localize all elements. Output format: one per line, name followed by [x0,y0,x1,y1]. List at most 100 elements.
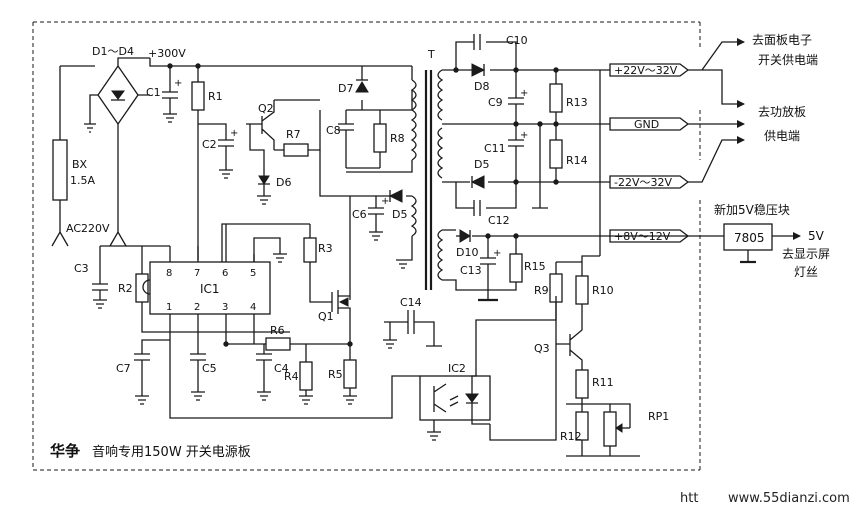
capacitor-c1: + C1 [146,66,182,123]
svg-text:3: 3 [222,302,228,313]
svg-text:1: 1 [166,302,172,313]
svg-text:+: + [520,130,528,141]
svg-text:+: + [174,78,182,89]
regulator-output: 5V [808,229,825,243]
svg-text:+: + [493,248,501,259]
feedback-caps: C7 C5 C4 R6 [116,324,420,419]
neg-rail-label: -22V～32V [614,176,672,189]
regulator-dest-2: 灯丝 [794,265,818,279]
svg-text:Q1: Q1 [318,310,334,323]
ic1-label: IC1 [200,282,220,296]
gnd-label: GND [634,118,659,131]
positive-rectifier: C10 D8 + C9 R13 [453,34,600,124]
bus-label: +300V [148,47,186,60]
svg-text:6: 6 [222,268,228,279]
svg-text:+: + [520,88,528,99]
regulator-name: 7805 [734,231,765,245]
amp-dest-2: 供电端 [764,129,800,143]
svg-text:R11: R11 [592,376,614,389]
svg-text:R6: R6 [270,324,285,337]
regulator-dest-1: 去显示屏 [782,247,830,261]
svg-text:C12: C12 [488,214,510,227]
svg-text:C10: C10 [506,34,528,47]
svg-text:D6: D6 [276,176,291,189]
svg-text:R4: R4 [284,370,299,383]
svg-text:Q3: Q3 [534,342,550,355]
svg-text:C1: C1 [146,86,161,99]
ic1-controller: IC1 8 7 6 5 1 2 3 4 [142,224,271,344]
source-resistors: R5 R4 [284,332,357,405]
svg-text:R5: R5 [328,368,343,381]
svg-text:8: 8 [166,268,172,279]
board-caption: 华争 音响专用150W 开关电源板 [50,442,251,460]
negative-rectifier: + C11 R14 D5 C12 [455,121,600,227]
svg-text:4: 4 [250,302,256,313]
svg-text:R9: R9 [534,284,549,297]
capacitor-c14: C14 [383,296,442,349]
svg-text:R10: R10 [592,284,614,297]
watermark-prefix: htt [680,491,698,506]
svg-text:C8: C8 [326,124,341,137]
aux-rail-label: +8V～12V [614,230,671,243]
amp-dest-1: 去功放板 [758,104,806,119]
svg-text:C11: C11 [484,142,506,155]
svg-text:D10: D10 [456,246,478,259]
regulator-heading: 新加5V稳压块 [714,202,790,217]
svg-text:R3: R3 [318,242,333,255]
fuse-name: BX [72,158,88,171]
svg-text:D7: D7 [338,82,353,95]
bridge-label: D1～D4 [92,45,134,58]
svg-text:+: + [381,196,389,207]
svg-text:R2: R2 [118,282,133,295]
regulator-7805: 新加5V稳压块 7805 5V 去显示屏 灯丝 [700,202,830,279]
board-outline [32,21,701,471]
caption-title: 音响专用150W 开关电源板 [92,444,251,460]
svg-text:C7: C7 [116,362,131,375]
svg-text:2: 2 [194,302,200,313]
destination-labels: 去面板电子 开关供电端 去功放板 供电端 [752,33,818,143]
caption-brand: 华争 [50,442,80,460]
svg-text:R12: R12 [560,430,582,443]
svg-text:T: T [427,48,435,61]
pos-rail-label: +22V～32V [614,64,678,77]
svg-text:Q2: Q2 [258,102,274,115]
aux-rectifier: D10 + C13 R15 [456,229,700,302]
startup-network: + C2 Q2 D6 R7 [198,99,321,205]
svg-text:C6: C6 [352,208,367,221]
fuse-rating: 1.5A [70,174,95,187]
svg-text:RP1: RP1 [648,410,669,423]
svg-text:D8: D8 [474,80,489,93]
mosfet-q1: Q1 R3 [221,223,351,332]
resistor-r1: R1 [191,66,223,260]
bridge-rectifier: D1～D4 [84,45,150,133]
svg-text:R1: R1 [208,90,223,103]
aux-supply: D5 + C6 [319,150,412,286]
feedback-network: R9 R10 Q3 R11 R12 RP1 [489,70,669,457]
mains-label: AC220V [66,222,110,235]
svg-text:+: + [230,128,238,139]
svg-text:D5: D5 [474,158,489,171]
svg-text:R14: R14 [566,154,588,167]
svg-text:R15: R15 [524,260,546,273]
svg-text:5: 5 [250,268,256,279]
svg-text:C4: C4 [274,362,289,375]
svg-text:R13: R13 [566,96,588,109]
mains-input: AC220V [51,65,127,247]
timing-network: C3 R2 [74,245,290,333]
svg-text:D5: D5 [392,208,407,221]
panel-dest-2: 开关供电端 [758,53,818,67]
fuse-bx: BX 1.5A [52,139,95,201]
hv-bus: +300V [148,47,412,69]
svg-text:C2: C2 [202,138,217,151]
panel-dest-1: 去面板电子 [752,33,812,47]
svg-text:C5: C5 [202,362,217,375]
transformer-t: T [346,48,600,291]
svg-text:C9: C9 [488,96,503,109]
snubber-network: D7 C8 R8 [326,66,413,169]
watermark-site: www.55dianzi.com [728,491,850,506]
svg-text:R7: R7 [286,128,301,141]
svg-text:C14: C14 [400,296,422,309]
ic2-label: IC2 [448,362,466,375]
output-rails: +22V～32V GND -22V～32V +8V～12V [600,38,745,243]
